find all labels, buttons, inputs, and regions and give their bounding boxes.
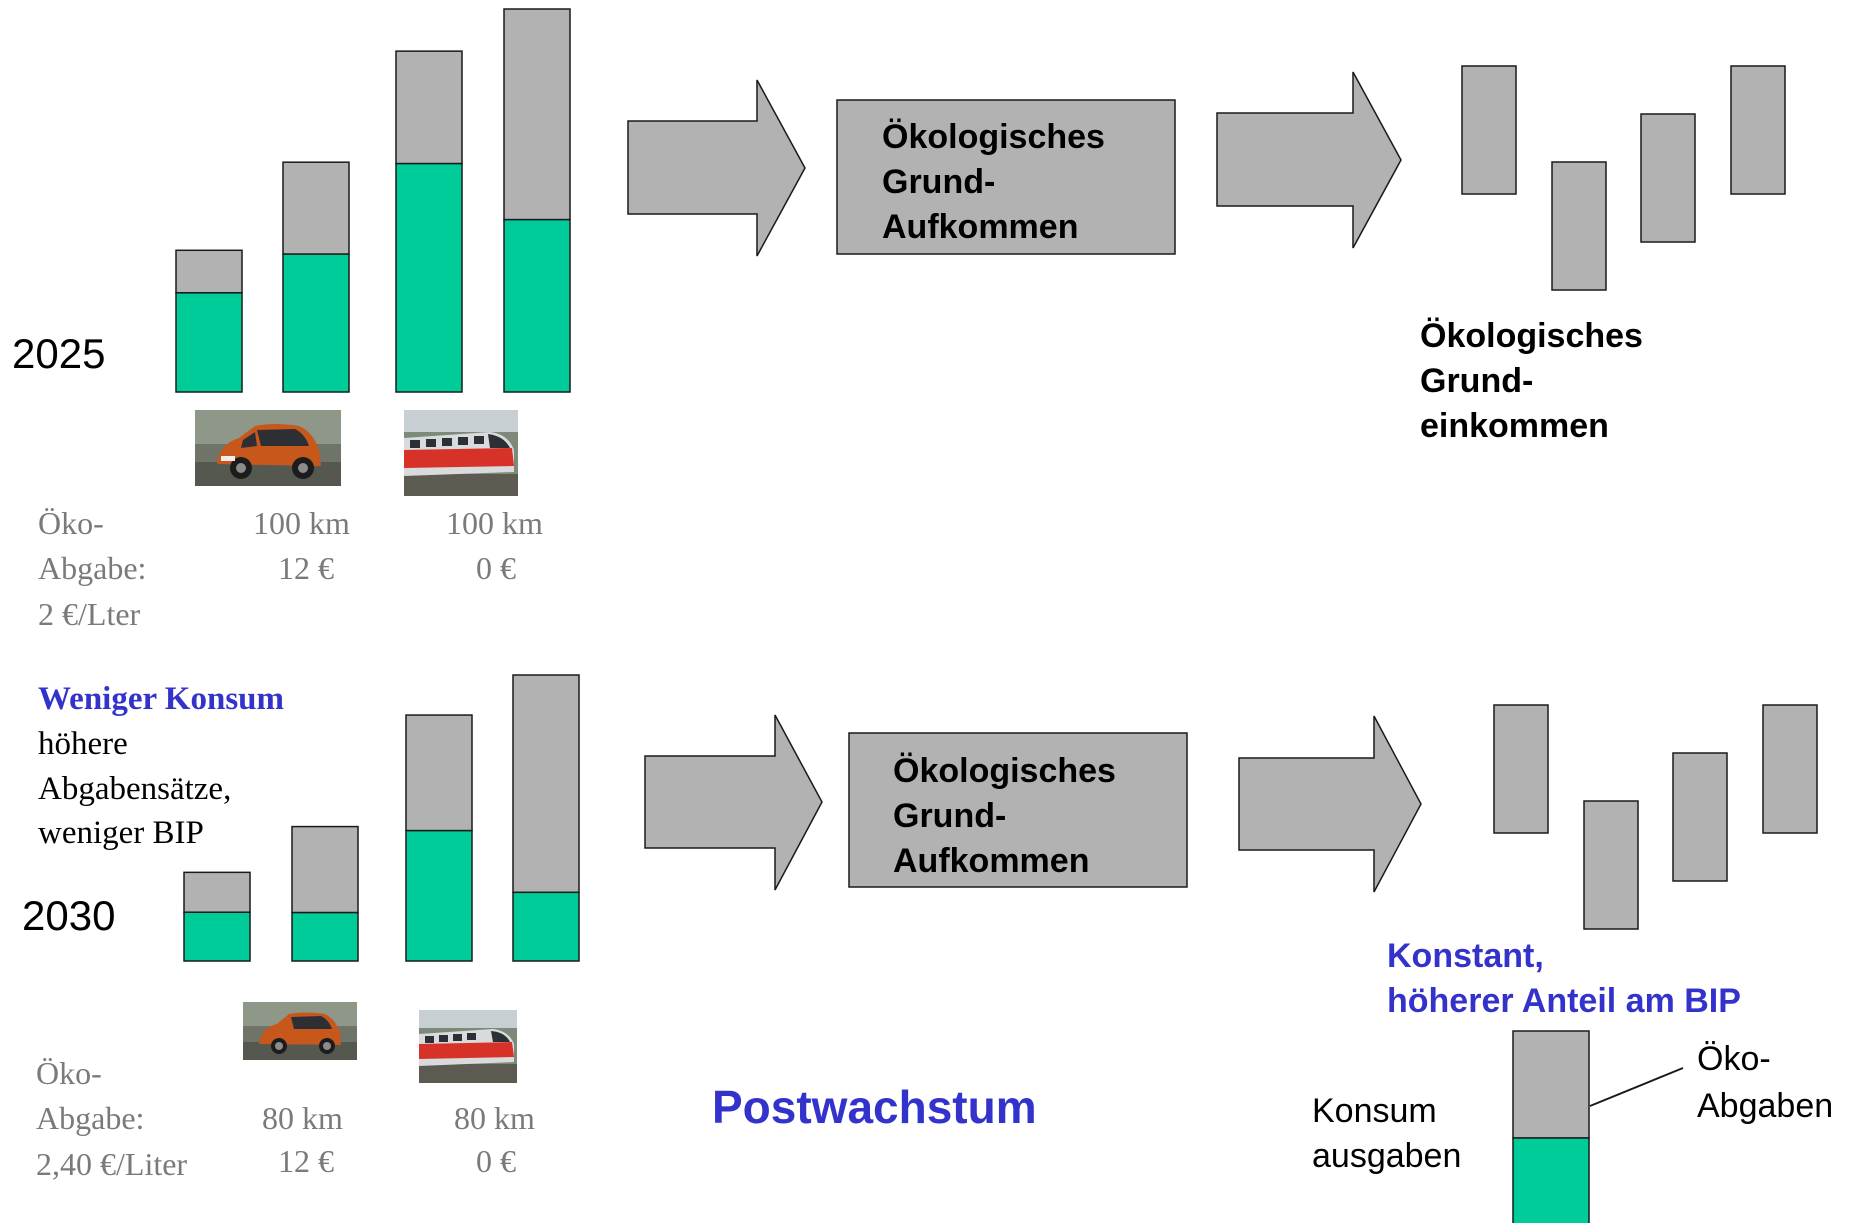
bar-consumption-segment — [291, 911, 359, 962]
income-block — [1461, 65, 1517, 195]
legend-eco-line2: Abgaben — [1697, 1087, 1834, 1125]
car-photo — [243, 1002, 357, 1060]
income-block — [1730, 65, 1786, 195]
income-block — [1762, 704, 1818, 834]
train-photo — [404, 410, 518, 496]
bar-consumption-segment — [183, 911, 251, 962]
train-cost-2030: 0 € — [476, 1143, 516, 1179]
bar-consumption-segment — [395, 162, 463, 393]
car-distance-2030: 80 km — [262, 1100, 343, 1136]
year-label-2030: 2030 — [22, 892, 116, 939]
income-block — [1640, 113, 1696, 243]
bars-2025 — [175, 8, 571, 393]
aufkommen-box-2025 — [836, 99, 1176, 255]
note-title-2030: Weniger Konsum — [38, 681, 285, 717]
bar-consumption-segment — [282, 253, 350, 393]
arrow-to-einkommen-2025 — [1216, 71, 1402, 249]
bar-eco-segment — [175, 249, 243, 294]
aufkommen-line3-2025: Aufkommen — [882, 208, 1079, 246]
eco-tax-label-line2: Abgabe: — [36, 1100, 145, 1136]
result-line1-2030: Konstant, — [1387, 937, 1544, 975]
result-line2-2030: höherer Anteil am BIP — [1387, 982, 1741, 1020]
income-block — [1672, 752, 1728, 882]
eco-tax-rate-2025: 2 €/Lter — [38, 596, 141, 632]
train-distance-2030: 80 km — [454, 1100, 535, 1136]
aufkommen-line2-2030: Grund- — [893, 797, 1007, 835]
car-cost-2030: 12 € — [278, 1143, 334, 1179]
grundeinkommen-line1: Ökologisches — [1420, 317, 1643, 355]
bar-eco-segment — [405, 714, 473, 832]
bar-eco-segment — [395, 50, 463, 165]
year-label-2025: 2025 — [12, 330, 106, 377]
note-line2-2030: Abgabensätze, — [38, 771, 232, 807]
train-photo — [419, 1010, 517, 1083]
legend-consumption-line2: ausgaben — [1312, 1137, 1462, 1175]
bar-consumption-segment — [512, 891, 580, 962]
legend-bar-consumption — [1512, 1137, 1590, 1223]
note-line3-2030: weniger BIP — [38, 815, 204, 851]
train-cost-2025: 0 € — [476, 550, 516, 586]
aufkommen-line3-2030: Aufkommen — [893, 842, 1090, 880]
legend-leader-line — [1589, 1067, 1684, 1107]
grundeinkommen-line2: Grund- — [1420, 362, 1534, 400]
bar-eco-segment — [282, 161, 350, 255]
bar-consumption-segment — [405, 829, 473, 962]
aufkommen-line1-2030: Ökologisches — [893, 752, 1116, 790]
bar-eco-segment — [512, 674, 580, 894]
arrow-to-aufkommen-2025 — [627, 79, 806, 257]
bar-consumption-segment — [175, 292, 243, 393]
car-photo — [195, 410, 341, 486]
eco-tax-label-line2: Abgabe: — [38, 550, 147, 586]
eco-tax-rate-2030: 2,40 €/Liter — [36, 1146, 188, 1182]
bar-consumption-segment — [503, 218, 571, 393]
income-block — [1583, 800, 1639, 930]
bar-eco-segment — [503, 8, 571, 221]
income-block — [1493, 704, 1549, 834]
eco-tax-label-line1: Öko- — [38, 505, 104, 541]
car-distance-2025: 100 km — [253, 505, 350, 541]
postwachstum-title: Postwachstum — [712, 1081, 1037, 1133]
bar-eco-segment — [183, 871, 251, 913]
legend-eco-line1: Öko- — [1697, 1040, 1771, 1078]
bar-eco-segment — [291, 825, 359, 914]
bars-2030 — [183, 674, 580, 962]
aufkommen-box-2030 — [848, 732, 1188, 888]
grundeinkommen-line3: einkommen — [1420, 407, 1609, 445]
arrow-to-aufkommen-2030 — [644, 714, 823, 891]
train-distance-2025: 100 km — [446, 505, 543, 541]
aufkommen-line1-2025: Ökologisches — [882, 118, 1105, 156]
car-cost-2025: 12 € — [278, 550, 334, 586]
aufkommen-line2-2025: Grund- — [882, 163, 996, 201]
income-block — [1551, 161, 1607, 291]
note-line1-2030: höhere — [38, 726, 128, 762]
eco-tax-label-line1: Öko- — [36, 1055, 102, 1091]
legend-bar-eco — [1512, 1030, 1590, 1139]
legend-consumption-line1: Konsum — [1312, 1092, 1437, 1130]
arrow-to-einkommen-2030 — [1238, 715, 1422, 893]
